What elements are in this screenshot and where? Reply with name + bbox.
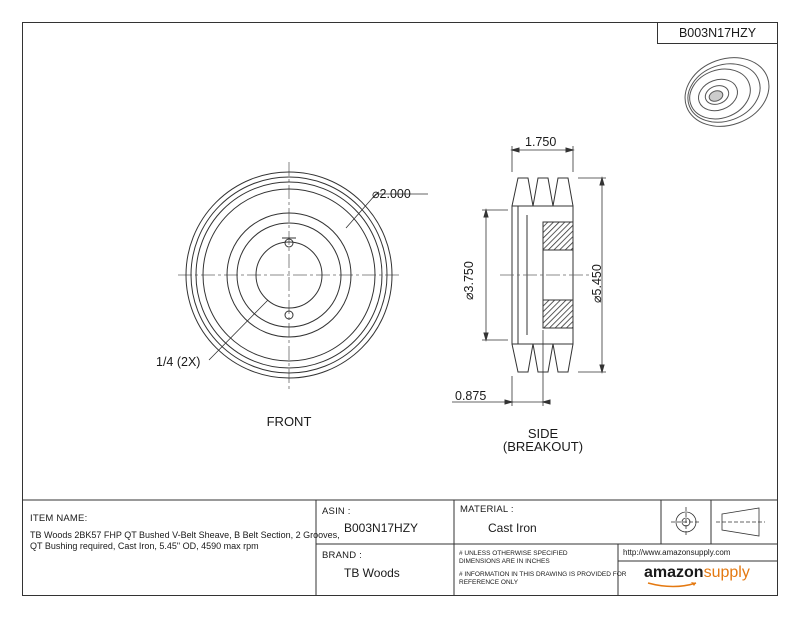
reference-note-line-2: REFERENCE ONLY xyxy=(459,579,519,586)
logo-main: amazon xyxy=(644,564,704,581)
amazonsupply-logo: amazonsupply xyxy=(644,564,750,582)
brand-value: TB Woods xyxy=(344,566,400,580)
item-name-heading: ITEM NAME: xyxy=(30,513,88,524)
units-note: # UNLESS OTHERWISE SPECIFIED DIMENSIONS … xyxy=(459,550,568,566)
item-name-line-2: QT Bushing required, Cast Iron, 5.45" OD… xyxy=(30,541,259,551)
side-view-sublabel: (BREAKOUT) xyxy=(502,439,584,454)
outside-diameter-value: 5.450 xyxy=(590,264,604,296)
hub-offset-dim: 0.875 xyxy=(455,389,487,403)
part-number: B003N17HZY xyxy=(678,26,757,40)
pitch-diameter-value: 3.750 xyxy=(462,261,476,293)
material-value: Cast Iron xyxy=(488,521,537,535)
width-dim: 1.750 xyxy=(525,135,557,149)
front-diameter-value: 2.000 xyxy=(379,187,411,201)
reference-note: # INFORMATION IN THIS DRAWING IS PROVIDE… xyxy=(459,571,626,587)
title-block-grid xyxy=(22,499,778,596)
front-view-label: FRONT xyxy=(266,414,312,429)
outside-diameter-dim: ⌀5.450 xyxy=(589,264,604,303)
front-view xyxy=(178,162,428,390)
keyway-dim: 1/4 (2X) xyxy=(156,355,201,369)
front-diameter-dim: ⌀2.000 xyxy=(372,186,411,201)
units-note-line-1: # UNLESS OTHERWISE SPECIFIED xyxy=(459,550,568,557)
asin-value: B003N17HZY xyxy=(344,521,419,535)
isometric-thumbnail xyxy=(684,57,770,127)
projection-symbol-icon xyxy=(671,507,765,537)
brand-heading: BRAND : xyxy=(322,550,362,561)
units-note-line-2: DIMENSIONS ARE IN INCHES xyxy=(459,558,550,565)
part-number-box: B003N17HZY xyxy=(657,22,778,44)
reference-note-line-1: # INFORMATION IN THIS DRAWING IS PROVIDE… xyxy=(459,571,627,578)
diameter-symbol: ⌀ xyxy=(462,292,476,300)
diameter-symbol: ⌀ xyxy=(590,295,604,303)
logo-accent: supply xyxy=(703,564,750,581)
drawing-border xyxy=(22,22,778,596)
asin-heading: ASIN : xyxy=(322,506,351,517)
pitch-diameter-dim: ⌀3.750 xyxy=(461,261,476,300)
side-view xyxy=(452,146,606,406)
item-name-line-1: TB Woods 2BK57 FHP QT Bushed V-Belt Shea… xyxy=(30,530,340,540)
material-heading: MATERIAL : xyxy=(460,504,514,515)
diameter-symbol: ⌀ xyxy=(372,187,380,201)
logo-smile-icon xyxy=(647,582,697,588)
website-url[interactable]: http://www.amazonsupply.com xyxy=(623,548,731,557)
side-view-label: SIDE xyxy=(527,426,559,441)
